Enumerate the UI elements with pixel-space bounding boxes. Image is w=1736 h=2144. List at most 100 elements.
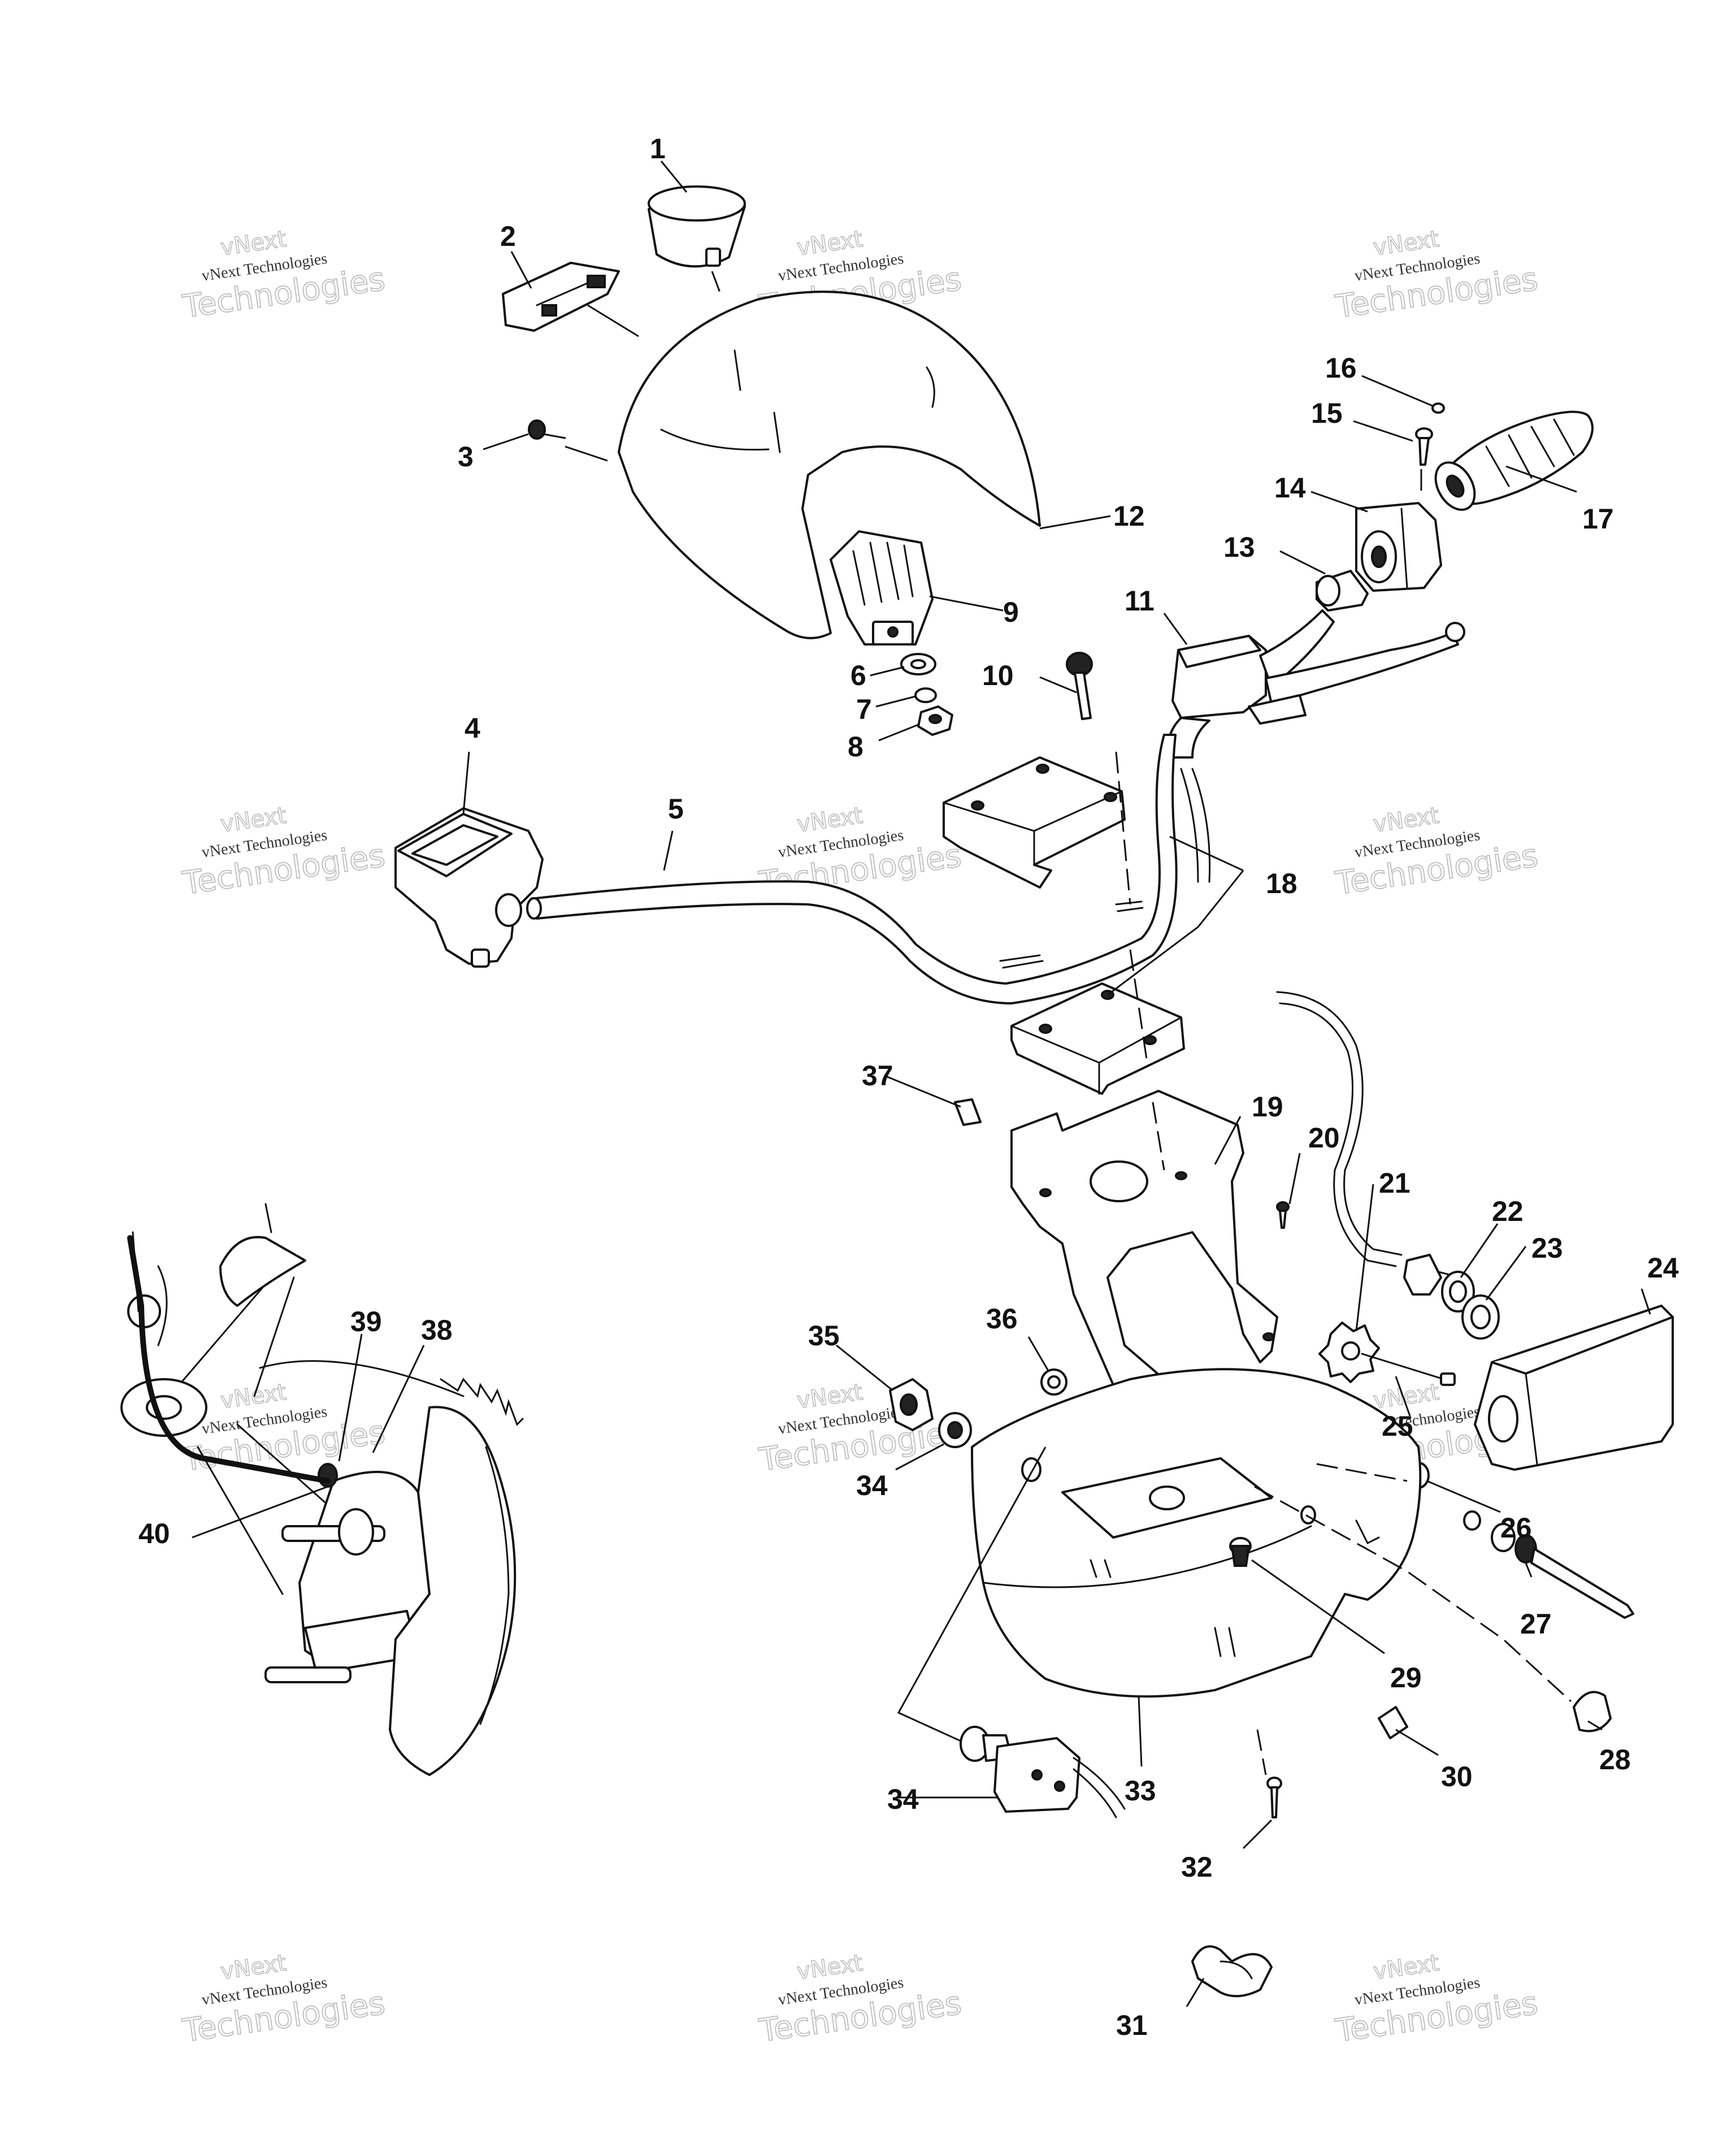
watermark-line1: vNext — [219, 226, 288, 261]
callout-40: 40 — [138, 1518, 170, 1549]
part-4-switch-housing — [394, 807, 544, 968]
callout-39: 39 — [350, 1306, 382, 1337]
inset-front-wheel — [120, 1203, 524, 1776]
callout-19: 19 — [1252, 1091, 1283, 1123]
part-36-grommet — [1040, 1368, 1067, 1396]
watermark-line1: vNext — [795, 1950, 864, 1985]
callout-36: 36 — [986, 1303, 1018, 1335]
callout-16: 16 — [1325, 352, 1357, 384]
callout-12: 12 — [1113, 500, 1145, 532]
part-2-indicator-lens — [502, 262, 620, 332]
watermark-line1: vNext — [219, 1950, 288, 1985]
watermark-line1: vNext — [1372, 803, 1440, 838]
part-10-bolt — [1066, 652, 1093, 720]
part-31-cable-clamp — [1191, 1945, 1273, 1998]
part-15-screw — [1415, 427, 1433, 466]
callout-22: 22 — [1492, 1196, 1524, 1227]
callout-25: 25 — [1382, 1410, 1413, 1442]
watermark-line1: vNext — [795, 803, 864, 838]
callout-35: 35 — [808, 1320, 840, 1352]
callout-34-lower: 34 — [887, 1783, 919, 1815]
callout-21: 21 — [1379, 1167, 1410, 1199]
part-29-bulb-socket — [1229, 1537, 1252, 1567]
watermark-mid-left: vNext vNext Technologies Technologies — [180, 802, 388, 903]
watermark-mid-right: vNext vNext Technologies Technologies — [1333, 802, 1540, 903]
part-19-mounting-bracket — [1010, 1090, 1278, 1403]
part-27-speedo-fitting — [1463, 1510, 1634, 1619]
callout-4: 4 — [465, 712, 480, 744]
part-16-screw — [1431, 402, 1445, 414]
part-6-washer — [900, 653, 936, 675]
watermark-bottom-right: vNext vNext Technologies Technologies — [1333, 1950, 1540, 2050]
leader-lines — [192, 161, 1651, 2007]
callout-13: 13 — [1223, 531, 1255, 563]
callout-29: 29 — [1390, 1662, 1422, 1693]
watermark-line1: vNext — [219, 803, 288, 838]
part-18-upper-clamp — [943, 756, 1126, 889]
callout-7: 7 — [856, 694, 872, 725]
callout-8: 8 — [848, 731, 863, 763]
wiring-cable — [1276, 991, 1403, 1267]
callout-18: 18 — [1266, 868, 1297, 899]
part-21-socket — [1403, 1254, 1451, 1296]
part-9-connector — [830, 530, 934, 646]
watermark-low-center: vNext vNext Technologies Technologies — [756, 1379, 964, 1479]
callout-numbers: 1 2 3 4 5 6 7 8 9 10 11 12 13 14 15 16 1… — [138, 133, 1679, 2041]
callout-26: 26 — [1500, 1512, 1532, 1544]
part-28-cap — [1573, 1691, 1612, 1732]
part-22-bulb — [1441, 1271, 1475, 1313]
callout-14: 14 — [1274, 472, 1306, 504]
callout-10: 10 — [982, 660, 1014, 691]
callout-31: 31 — [1116, 2009, 1148, 2041]
watermark-line1: vNext — [795, 1379, 864, 1414]
callout-24: 24 — [1647, 1252, 1679, 1284]
part-11-master-cylinder — [1167, 609, 1465, 759]
part-35-switch-upper — [889, 1378, 934, 1431]
watermark-top-left: vNext vNext Technologies Technologies — [180, 226, 388, 326]
part-18-lower-clamp — [1010, 982, 1185, 1095]
part-13-throttle-sleeve — [1316, 570, 1369, 612]
callout-5: 5 — [668, 793, 684, 825]
part-33-headlight-housing — [971, 1368, 1422, 1698]
callout-30: 30 — [1441, 1761, 1473, 1792]
watermark-top-right: vNext vNext Technologies Technologies — [1333, 226, 1540, 326]
watermark-bottom-left: vNext vNext Technologies Technologies — [180, 1950, 388, 2050]
watermark-bottom-center: vNext vNext Technologies Technologies — [756, 1950, 964, 2050]
part-34-switch-lower — [960, 1726, 1126, 1818]
part-34-switch-nut — [938, 1412, 972, 1448]
part-3-screw — [528, 419, 566, 440]
callout-37: 37 — [862, 1060, 893, 1092]
part-23-retainer-ring — [1461, 1294, 1500, 1340]
watermark-line1: vNext — [219, 1379, 288, 1414]
inset-brake-cable — [127, 1235, 331, 1484]
part-20-screw — [1276, 1201, 1290, 1229]
callout-34-upper: 34 — [856, 1470, 888, 1501]
part-14-throttle-housing — [1355, 502, 1442, 592]
callout-33: 33 — [1125, 1775, 1156, 1807]
callout-1: 1 — [650, 133, 666, 164]
callout-15: 15 — [1311, 397, 1343, 429]
callout-3: 3 — [458, 441, 474, 473]
part-17-grip — [1434, 410, 1594, 511]
callout-38: 38 — [421, 1314, 453, 1346]
callout-2: 2 — [500, 220, 516, 252]
callout-23: 23 — [1531, 1232, 1563, 1264]
part-7-lockwasher — [914, 687, 937, 703]
watermark-line1: vNext — [795, 226, 864, 261]
watermark-line1: vNext — [1372, 226, 1440, 261]
part-30-clip — [1378, 1706, 1408, 1739]
part-1-gauge-cup — [648, 185, 746, 268]
assembly-lines — [711, 271, 1572, 1775]
callout-6: 6 — [850, 660, 866, 691]
part-37-clip — [954, 1098, 982, 1126]
part-5-handlebar — [526, 734, 1211, 1004]
part-24-headlight — [1474, 1305, 1674, 1471]
watermark-line1: vNext — [1372, 1950, 1440, 1985]
part-8-nut — [917, 705, 953, 736]
part-32-screw — [1266, 1777, 1282, 1818]
callout-9: 9 — [1003, 596, 1019, 628]
watermark-line1: vNext — [1372, 1379, 1440, 1414]
callout-32: 32 — [1181, 1851, 1213, 1883]
callout-17: 17 — [1582, 503, 1614, 535]
